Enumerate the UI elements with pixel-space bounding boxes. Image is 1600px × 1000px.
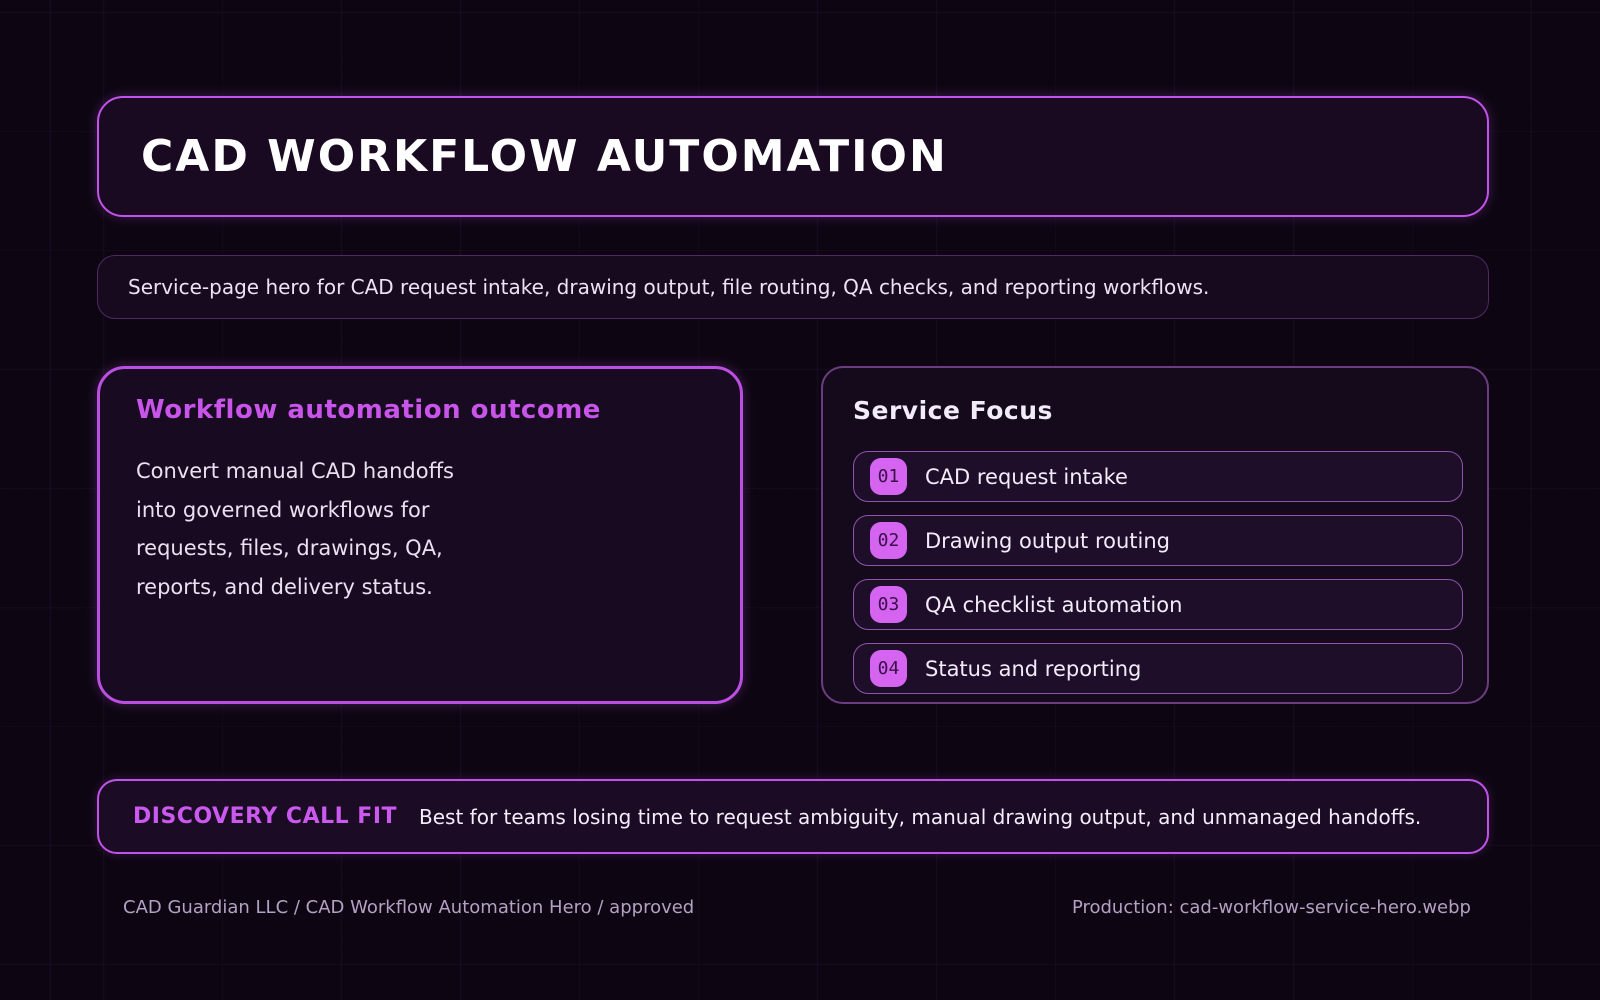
outcome-card: Workflow automation outcome Convert manu… <box>97 366 743 704</box>
item-number-badge: 02 <box>870 522 907 559</box>
list-item: 03 QA checklist automation <box>853 579 1463 630</box>
outcome-line: Convert manual CAD handoffs <box>136 459 454 484</box>
list-item: 04 Status and reporting <box>853 643 1463 694</box>
footer-meta-right: Production: cad-workflow-service-hero.we… <box>1071 897 1471 918</box>
outcome-line: requests, files, drawings, QA, <box>136 536 443 561</box>
item-label: Status and reporting <box>925 656 1142 681</box>
outcome-body: Convert manual CAD handoffs into governe… <box>136 452 704 606</box>
discovery-call-bar: DISCOVERY CALL FIT Best for teams losing… <box>97 779 1489 854</box>
service-focus-list: 01 CAD request intake 02 Drawing output … <box>853 451 1463 694</box>
item-label: Drawing output routing <box>925 528 1170 553</box>
page-footer: CAD Guardian LLC / CAD Workflow Automati… <box>123 897 1471 918</box>
item-label: QA checklist automation <box>925 592 1183 617</box>
item-number-badge: 04 <box>870 650 907 687</box>
outcome-line: into governed workflows for <box>136 497 430 522</box>
outcome-heading: Workflow automation outcome <box>136 395 601 425</box>
service-focus-heading: Service Focus <box>853 396 1053 425</box>
discovery-call-label: DISCOVERY CALL FIT <box>133 804 398 829</box>
title-card: CAD WORKFLOW AUTOMATION <box>97 96 1489 217</box>
item-number-badge: 01 <box>870 458 907 495</box>
list-item: 02 Drawing output routing <box>853 515 1463 566</box>
page-title: CAD WORKFLOW AUTOMATION <box>141 131 948 182</box>
list-item: 01 CAD request intake <box>853 451 1463 502</box>
service-focus-card: Service Focus 01 CAD request intake 02 D… <box>821 366 1489 704</box>
outcome-line: reports, and delivery status. <box>136 574 433 599</box>
page-subtitle: Service-page hero for CAD request intake… <box>128 275 1210 299</box>
item-label: CAD request intake <box>925 464 1128 489</box>
subtitle-bar: Service-page hero for CAD request intake… <box>97 255 1489 319</box>
item-number-badge: 03 <box>870 586 907 623</box>
footer-meta-left: CAD Guardian LLC / CAD Workflow Automati… <box>123 897 695 918</box>
discovery-call-text: Best for teams losing time to request am… <box>419 804 1422 829</box>
